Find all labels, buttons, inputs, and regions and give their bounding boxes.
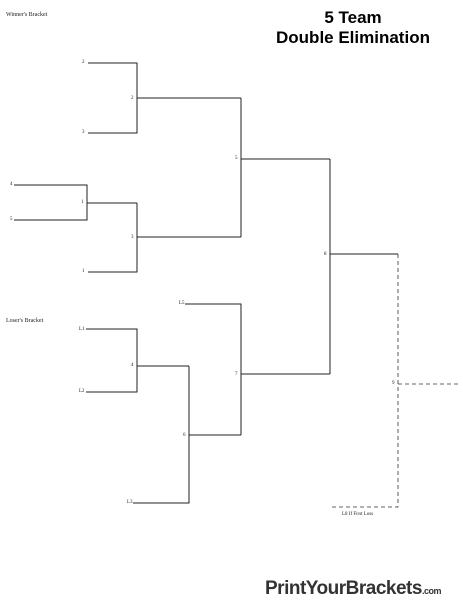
seed-3: 3 — [82, 130, 85, 135]
game-1-connector — [14, 184, 88, 221]
title-line-1: 5 Team — [324, 8, 382, 27]
page-title: 5 Team Double Elimination — [253, 8, 453, 48]
game-4-connector — [86, 328, 138, 393]
game-3-connector — [88, 203, 138, 273]
game-9-connector — [330, 254, 399, 508]
losers-bracket-label: Loser's Bracket — [6, 318, 44, 324]
loser-slot-l3: L3 — [127, 500, 133, 505]
loser-slot-l2: L2 — [79, 389, 85, 394]
winners-bracket-label: Winner's Bracket — [6, 12, 48, 18]
game-number-5: 5 — [235, 156, 238, 161]
title-line-2: Double Elimination — [276, 28, 430, 47]
seed-4: 4 — [10, 182, 13, 187]
final-note: L8 If First Loss — [342, 512, 374, 517]
seed-1: 1 — [82, 269, 85, 274]
brand-logo: PrintYourBrackets.com — [265, 578, 441, 600]
game-number-9: 9 — [392, 381, 395, 386]
game-2-connector — [88, 62, 138, 134]
game-number-6: 6 — [183, 433, 186, 438]
loser-slot-l5: L5 — [179, 301, 185, 306]
seed-2: 2 — [82, 60, 85, 65]
game-7-connector — [185, 303, 242, 435]
game-6-connector — [133, 366, 190, 504]
game-number-4: 4 — [131, 363, 134, 368]
seed-5: 5 — [10, 217, 13, 222]
game-number-2: 2 — [131, 96, 134, 101]
brand-domain: .com — [421, 586, 442, 596]
game-number-8: 8 — [324, 252, 327, 257]
game-number-3: 3 — [131, 235, 134, 240]
loser-slot-l1: L1 — [79, 327, 85, 332]
game-number-1: 1 — [81, 200, 84, 205]
game-number-7: 7 — [235, 372, 238, 377]
brand-name: PrintYourBrackets — [265, 578, 422, 599]
